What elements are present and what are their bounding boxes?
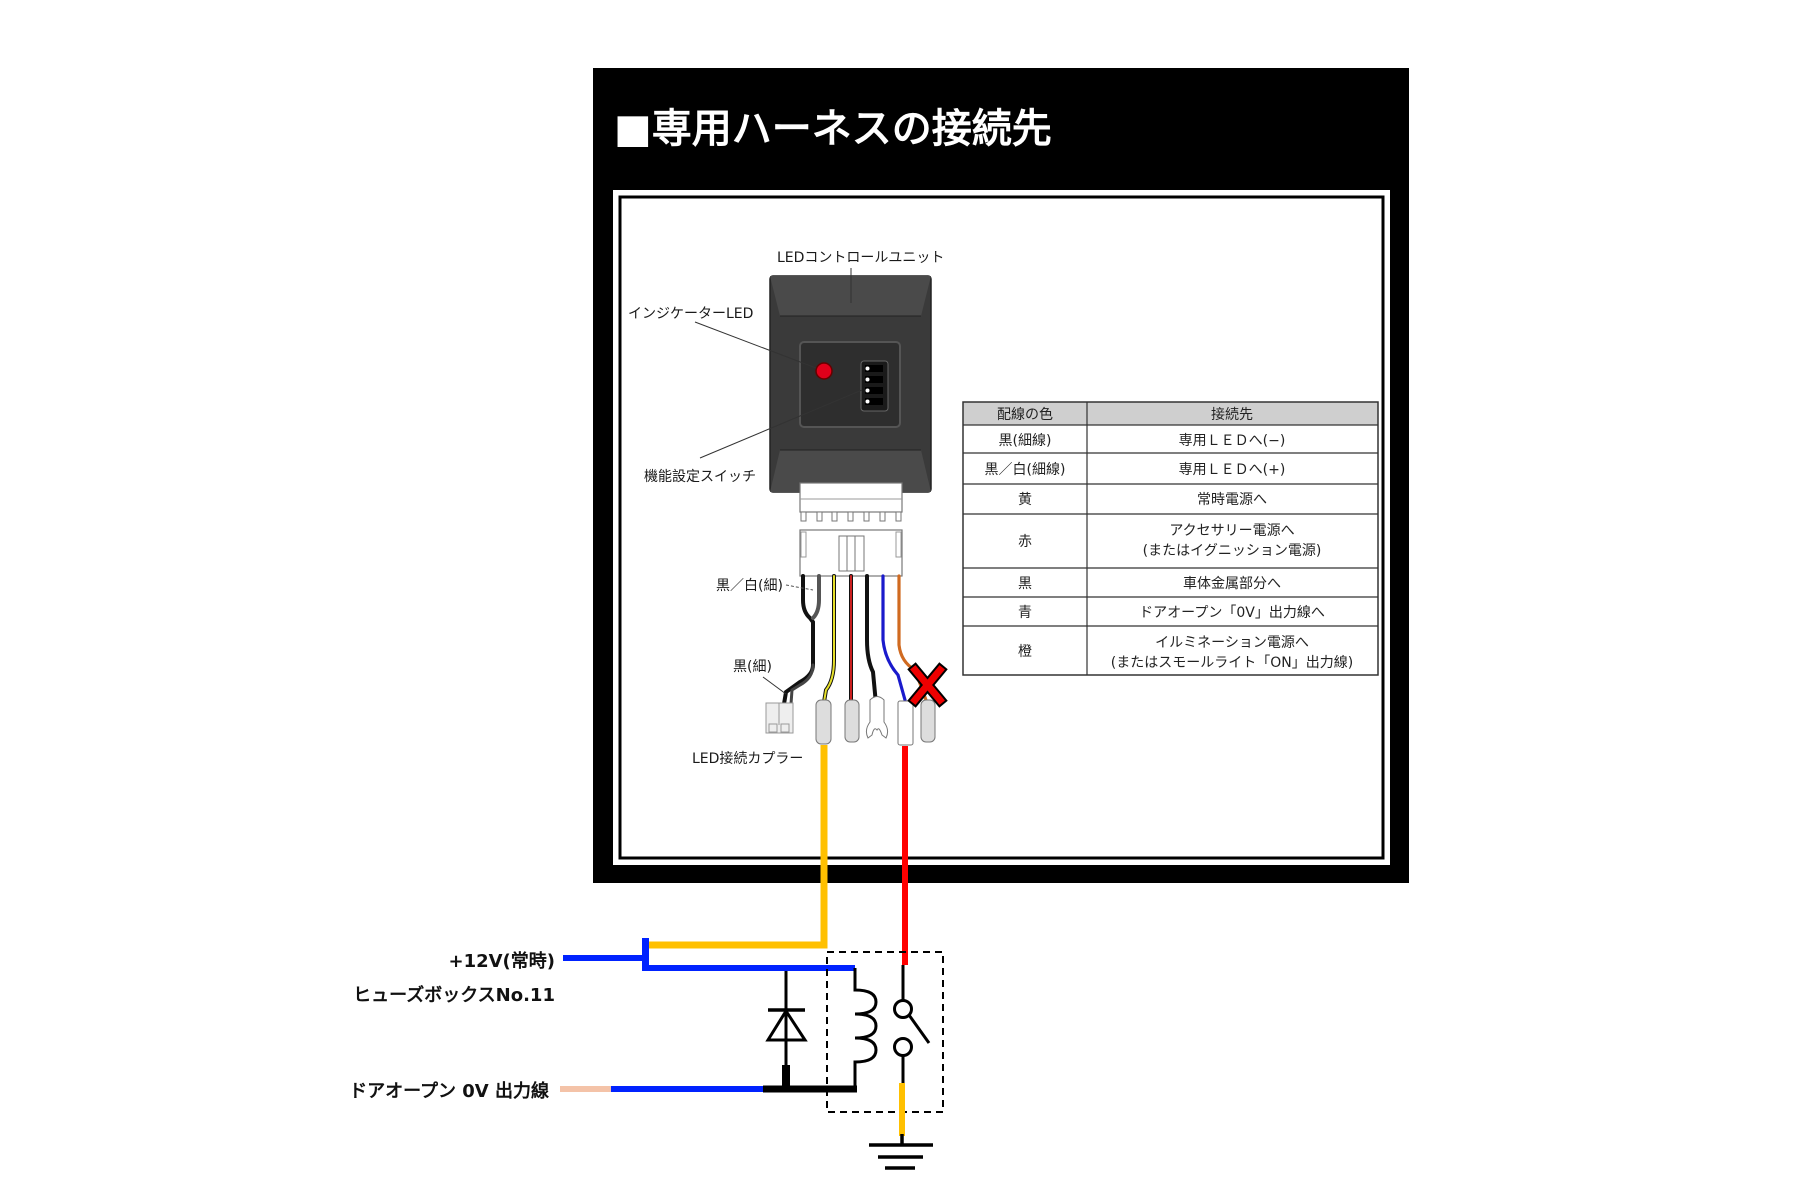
- terminals: [815, 696, 936, 746]
- svg-text:赤: 赤: [1018, 534, 1032, 550]
- terminal-fork: [865, 696, 889, 739]
- led-coupler: [765, 702, 794, 734]
- switch-label: 機能設定スイッチ: [644, 469, 756, 485]
- relay-box: [826, 951, 944, 1113]
- relay-coil-icon: [853, 968, 878, 1090]
- svg-text:黒／白(細線): 黒／白(細線): [985, 462, 1066, 478]
- svg-text:青: 青: [1018, 605, 1032, 621]
- svg-text:黒: 黒: [1018, 576, 1032, 592]
- table-row: 黄 常時電源へ: [1018, 491, 1267, 508]
- wire-black-thin: [782, 574, 815, 706]
- svg-text:専用ＬＥＤへ(−): 専用ＬＥＤへ(−): [1179, 433, 1286, 449]
- svg-text:専用ＬＥＤへ(+): 専用ＬＥＤへ(+): [1179, 462, 1286, 478]
- svg-text:アクセサリー電源へ: アクセサリー電源へ: [1169, 523, 1294, 539]
- ground-icon: [869, 1134, 933, 1170]
- door-open-label: ドアオープン 0V 出力線: [349, 1080, 549, 1102]
- inner-border: [618, 195, 1385, 860]
- svg-text:イルミネーション電源へ: イルミネーション電源へ: [1155, 635, 1309, 651]
- svg-text:黄: 黄: [1018, 491, 1032, 508]
- plus12-label: +12V(常時): [448, 950, 555, 972]
- svg-text:車体金属部分へ: 車体金属部分へ: [1183, 575, 1281, 592]
- table-header-color: 配線の色: [997, 406, 1053, 423]
- table-header-destination: 接続先: [1211, 406, 1253, 423]
- wire-blue: [881, 574, 907, 702]
- terminal-red: [844, 699, 860, 743]
- table-row: 青 ドアオープン「0V」出力線へ: [1018, 605, 1325, 621]
- wire-black: [865, 574, 878, 706]
- relay-switch-icon: [893, 965, 931, 1084]
- wire-black-label: 黒(細): [733, 659, 772, 675]
- white-panel: [613, 190, 1390, 865]
- unit-label: LEDコントロールユニット: [777, 250, 944, 266]
- indicator-led: [815, 362, 833, 380]
- svg-text:常時電源へ: 常時電源へ: [1197, 492, 1267, 508]
- diode-icon: [765, 971, 808, 1089]
- wire-yellow: [823, 575, 835, 703]
- fuse-box-label: ヒューズボックスNo.11: [353, 984, 555, 1006]
- svg-text:(またはスモールライト「ON」出力線): (またはスモールライト「ON」出力線): [1111, 655, 1353, 671]
- table-row: 黒／白(細線) 専用ＬＥＤへ(+): [985, 462, 1286, 478]
- terminal-orange: [920, 699, 936, 743]
- table-row: 赤 アクセサリー電源へ (またはイグニッション電源): [1018, 523, 1321, 559]
- dip-switches: [865, 365, 883, 405]
- x-mark-icon: [907, 662, 948, 708]
- indicator-led-label: インジケーターLED: [628, 306, 753, 322]
- coupler-label: LED接続カプラー: [692, 750, 803, 767]
- connector: [799, 482, 903, 577]
- wire-yellow-thick: [647, 745, 828, 949]
- svg-text:橙: 橙: [1018, 644, 1032, 660]
- svg-text:黒(細線): 黒(細線): [999, 433, 1052, 449]
- external-wiring: [560, 745, 908, 1093]
- connection-table: 配線の色 接続先 黒(細線) 専用ＬＥＤへ(−) 黒／白(細線) 専用ＬＥＤへ(…: [962, 401, 1379, 676]
- diagram-title: ■専用ハーネスの接続先: [614, 106, 1052, 152]
- wire-bw-label: 黒／白(細): [716, 578, 783, 594]
- wire-black-white: [811, 574, 821, 620]
- svg-text:(またはイグニッション電源): (またはイグニッション電源): [1143, 543, 1322, 559]
- table-row: 黒(細線) 専用ＬＥＤへ(−): [999, 433, 1286, 449]
- terminal-yellow: [815, 699, 832, 745]
- terminal-blue: [897, 700, 914, 746]
- table-row: 黒 車体金属部分へ: [1018, 575, 1281, 592]
- led-control-unit: [769, 275, 932, 493]
- svg-text:ドアオープン「0V」出力線へ: ドアオープン「0V」出力線へ: [1139, 605, 1325, 621]
- table-row: 橙 イルミネーション電源へ (またはスモールライト「ON」出力線): [1018, 635, 1353, 671]
